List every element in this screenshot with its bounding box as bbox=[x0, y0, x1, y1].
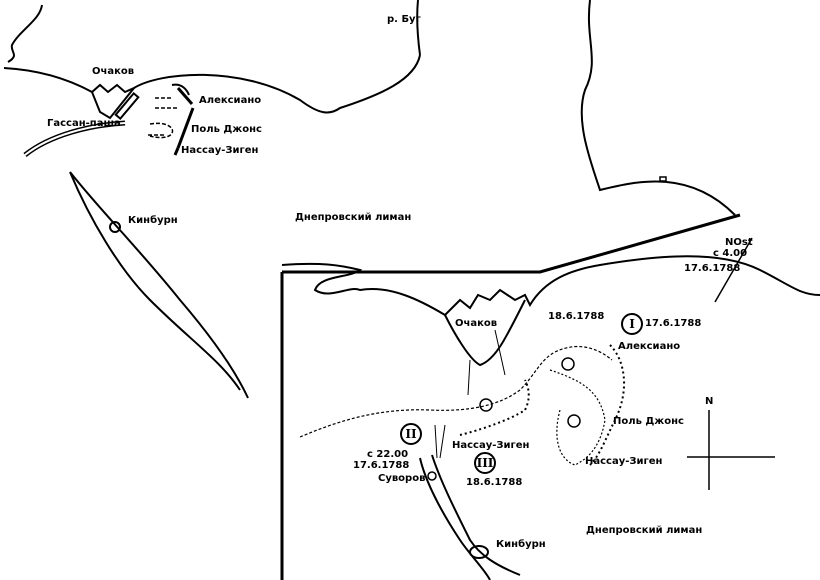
jones-line bbox=[176, 107, 195, 149]
label-paul-jones: Поль Джонс bbox=[191, 124, 262, 135]
alexiano-line bbox=[176, 87, 194, 105]
ochakov-fortress bbox=[91, 87, 135, 120]
inset-coast-north bbox=[281, 255, 820, 317]
phase-marker-1: I bbox=[621, 313, 643, 335]
compass-north-label: N bbox=[705, 396, 714, 407]
label-alexiano: Алексиано bbox=[199, 95, 262, 106]
inset-label-phase2-date: 17.6.1788 bbox=[353, 460, 410, 471]
kinburn-fort bbox=[109, 221, 121, 233]
inset-label-phase2-time: с 22.00 bbox=[367, 449, 409, 460]
inset-label-alexiano: Алексиано bbox=[618, 341, 681, 352]
inset-label-wind-date: 17.6.1788 bbox=[684, 263, 741, 274]
phase-marker-3: III bbox=[474, 452, 496, 474]
label-liman: Днепровский лиман bbox=[295, 212, 412, 223]
inset-label-ochakov: Очаков bbox=[455, 318, 498, 329]
turkish-line bbox=[114, 91, 140, 121]
inset-label-wind-time: с 4.00 bbox=[713, 248, 748, 259]
inset-label-suvorov: Суворов bbox=[378, 473, 426, 484]
inset-label-phase3-date: 18.6.1788 bbox=[466, 477, 523, 488]
inset-label-phase1-date: 17.6.1788 bbox=[645, 318, 702, 329]
wind-arrow bbox=[714, 237, 753, 303]
label-nassau-siegen: Нассау-Зиген bbox=[181, 145, 259, 156]
inset-kinburn-spit bbox=[419, 454, 521, 580]
inset-label-paul-jones: Поль Джонс bbox=[613, 416, 684, 427]
marker bbox=[659, 176, 667, 182]
label-kinburn: Кинбурн bbox=[128, 215, 178, 226]
inset-label-liman: Днепровский лиман bbox=[586, 525, 703, 536]
inset-label-kinburn: Кинбурн bbox=[496, 539, 546, 550]
label-river-bug: р. Буг bbox=[387, 14, 421, 25]
inset-kinburn-fort bbox=[469, 545, 489, 559]
flag-ship bbox=[479, 398, 493, 412]
label-hassan-pasha: Гассан-паша bbox=[47, 118, 121, 129]
east-coast bbox=[580, 0, 736, 216]
phase-marker-2: II bbox=[400, 423, 422, 445]
kinburn-spit bbox=[69, 171, 249, 399]
inset-label-date-top: 18.6.1788 bbox=[548, 311, 605, 322]
inset-ochakov bbox=[444, 299, 526, 367]
river-bug-bank bbox=[416, 0, 421, 56]
inset-label-nassau-west: Нассау-Зиген bbox=[452, 440, 530, 451]
inset-label-wind: NOst bbox=[725, 237, 753, 248]
label-ochakov: Очаков bbox=[92, 66, 135, 77]
inset-frame bbox=[280, 213, 741, 580]
coastline-north bbox=[3, 4, 421, 114]
inset-label-nassau-east: Нассау-Зиген bbox=[585, 456, 663, 467]
